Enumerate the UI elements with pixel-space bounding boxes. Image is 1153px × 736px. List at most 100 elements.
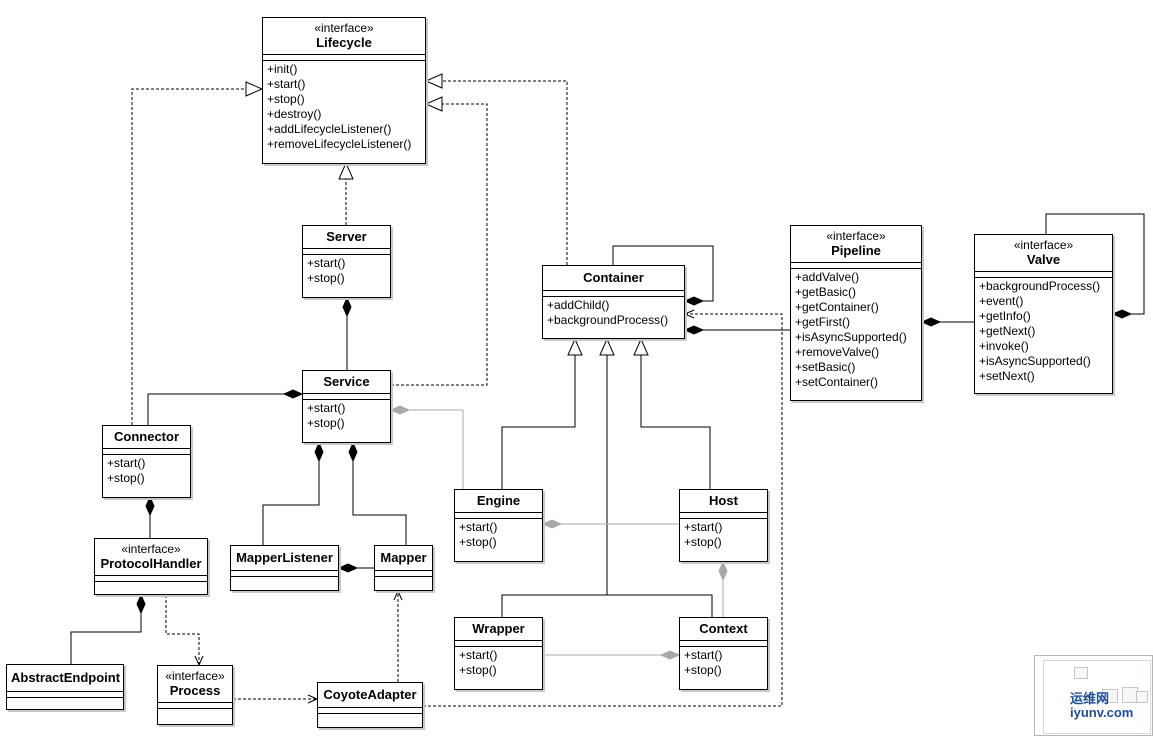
class-pipeline[interactable]: «interface» Pipeline +addValve() +getBas… [790, 225, 922, 401]
operation: +removeValve() [795, 345, 880, 359]
operation: +stop() [459, 535, 497, 549]
service-connector-composition [147, 394, 302, 425]
attributes-compartment [7, 692, 123, 698]
class-service[interactable]: Service +start() +stop() [302, 370, 391, 443]
attributes-compartment [158, 703, 232, 709]
operation: +start() [267, 77, 306, 91]
operation: +addValve() [795, 270, 860, 284]
thumbnail-shape [1102, 689, 1118, 703]
operations-compartment: +start() +stop() [303, 400, 390, 432]
class-connector[interactable]: Connector +start() +stop() [102, 425, 191, 498]
attributes-compartment [263, 55, 425, 61]
class-container[interactable]: Container +addChild() +backgroundProcess… [542, 265, 685, 339]
class-name: Container [583, 270, 644, 285]
lifecycle-header: «interface» Lifecycle [263, 18, 425, 55]
class-name: ProtocolHandler [100, 556, 202, 571]
service-mapper-composition [353, 443, 407, 545]
class-server[interactable]: Server +start() +stop() [302, 225, 391, 298]
engine-container-realization [501, 337, 583, 489]
operation: +stop() [684, 535, 722, 549]
operations-compartment: +backgroundProcess() +event() +getInfo()… [975, 278, 1112, 385]
abstractendpoint-header: AbstractEndpoint [7, 665, 123, 692]
attributes-compartment [680, 513, 767, 519]
wrapper-container-realization [501, 337, 615, 617]
operation: +stop() [307, 271, 345, 285]
class-mapper[interactable]: Mapper [374, 545, 433, 591]
operation: +event() [979, 294, 1024, 308]
coyoteadapter-container-dependency [423, 309, 783, 707]
service-engine-aggregation [391, 410, 464, 489]
class-name: CoyoteAdapter [323, 687, 417, 702]
operation: +invoke() [979, 339, 1029, 353]
operation: +setNext() [979, 369, 1035, 383]
class-process[interactable]: «interface» Process [157, 665, 233, 725]
operation: +start() [459, 648, 498, 662]
operations-compartment: +addValve() +getBasic() +getContainer() … [791, 269, 921, 391]
context-header: Context [680, 618, 767, 641]
mapperlistener-header: MapperListener [231, 546, 338, 571]
operation: +stop() [267, 92, 305, 106]
class-name: Wrapper [472, 621, 525, 636]
class-name: AbstractEndpoint [11, 670, 121, 685]
class-protocolhandler[interactable]: «interface» ProtocolHandler [94, 538, 208, 595]
host-container-realization [633, 337, 711, 489]
operation: +init() [267, 62, 298, 76]
operations-compartment: +start() +stop() [303, 255, 390, 287]
attributes-compartment [103, 449, 190, 455]
operations-compartment: +start() +stop() [455, 647, 542, 679]
watermark-text: 运维网 [1070, 691, 1110, 706]
server-header: Server [303, 226, 390, 249]
protocolhandler-header: «interface» ProtocolHandler [95, 539, 207, 576]
thumbnail-shape [1136, 691, 1148, 703]
class-name: Lifecycle [316, 35, 372, 50]
operation: +getFirst() [795, 315, 851, 329]
operations-compartment: +addChild() +backgroundProcess() [543, 297, 684, 329]
operation: +stop() [107, 471, 145, 485]
attributes-compartment [791, 263, 921, 269]
class-wrapper[interactable]: Wrapper +start() +stop() [454, 617, 543, 690]
stereotype-label: «interface» [121, 542, 181, 556]
connector-header: Connector [103, 426, 190, 449]
class-name: Pipeline [831, 243, 881, 258]
class-name: Engine [476, 493, 521, 508]
valve-self-composition [1045, 213, 1145, 314]
watermark-text: iyunv.com [1070, 705, 1134, 720]
class-context[interactable]: Context +start() +stop() [679, 617, 768, 690]
operation: +backgroundProcess() [979, 279, 1101, 293]
attributes-compartment [318, 708, 422, 714]
stereotype-label: «interface» [1013, 238, 1074, 252]
class-lifecycle[interactable]: «interface» Lifecycle +init() +start() +… [262, 17, 426, 164]
service-mapperlistener-composition [262, 443, 319, 545]
operation: +addChild() [547, 298, 610, 312]
class-valve[interactable]: «interface» Valve +backgroundProcess() +… [974, 234, 1113, 394]
operations-compartment: +start() +stop() [103, 455, 190, 487]
connector-lifecycle-realization [131, 81, 264, 425]
class-name: Host [709, 493, 738, 508]
container-self-composition [612, 245, 714, 301]
attributes-compartment [455, 513, 542, 519]
stereotype-label: «interface» [314, 21, 374, 35]
operation: +getContainer() [795, 300, 879, 314]
class-coyoteadapter[interactable]: CoyoteAdapter [317, 682, 423, 728]
attributes-compartment [303, 394, 390, 400]
attributes-compartment [680, 641, 767, 647]
operation: +backgroundProcess() [547, 313, 669, 327]
class-mapperlistener[interactable]: MapperListener [230, 545, 339, 591]
class-name: Mapper [380, 550, 427, 565]
class-name: Context [699, 621, 748, 636]
class-host[interactable]: Host +start() +stop() [679, 489, 768, 562]
class-abstractendpoint[interactable]: AbstractEndpoint [6, 664, 124, 710]
service-lifecycle-realization [391, 96, 488, 386]
overview-thumbnail[interactable] [1034, 655, 1153, 736]
class-engine[interactable]: Engine +start() +stop() [454, 489, 543, 562]
class-name: Server [326, 229, 367, 244]
operation: +setContainer() [795, 375, 879, 389]
protocolhandler-process-dependency [165, 595, 204, 667]
operation: +stop() [307, 416, 345, 430]
operation: +addLifecycleListener() [267, 122, 392, 136]
valve-header: «interface» Valve [975, 235, 1112, 272]
thumbnail-shape [1074, 667, 1088, 679]
container-lifecycle-realization [424, 73, 568, 265]
operation: +isAsyncSupported() [795, 330, 907, 344]
